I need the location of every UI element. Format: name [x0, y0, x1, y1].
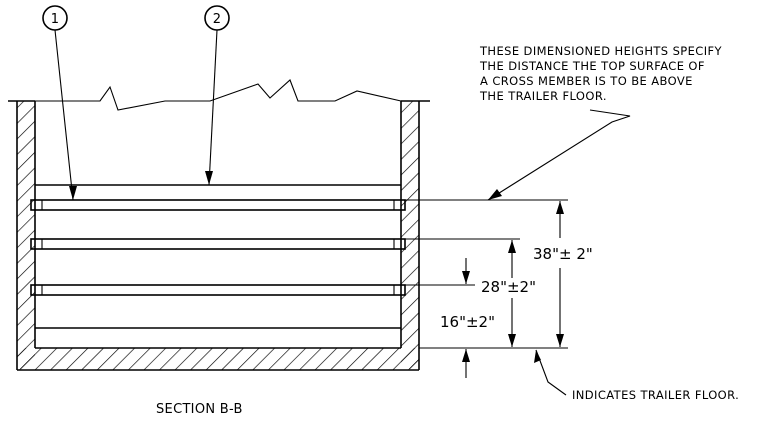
floor-label: INDICATES TRAILER FLOOR. [572, 388, 739, 402]
cross-member-middle [30, 238, 406, 250]
note-line-1: THESE DIMENSIONED HEIGHTS SPECIFY [479, 44, 723, 58]
extension-lines [405, 199, 568, 349]
dimension-16-label: 16"±2" [440, 313, 495, 331]
trailer-floor [17, 347, 419, 371]
right-wall [400, 100, 430, 370]
note-line-4: THE TRAILER FLOOR. [479, 89, 607, 103]
callout-1-label: 1 [51, 12, 60, 27]
callout-2-label: 2 [213, 12, 222, 27]
cross-member-upper [30, 199, 406, 211]
floor-indicator: INDICATES TRAILER FLOOR. [534, 349, 739, 402]
note-line-2: THE DISTANCE THE TOP SURFACE OF [479, 59, 705, 73]
note-line-3: A CROSS MEMBER IS TO BE ABOVE [480, 74, 693, 88]
note-text: THESE DIMENSIONED HEIGHTS SPECIFY THE DI… [479, 44, 723, 201]
callout-2: 2 [204, 5, 230, 186]
dimension-28-label: 28"±2" [481, 278, 536, 296]
dimension-28: 28"±2" [481, 240, 536, 347]
dimension-38-label: 38"± 2" [533, 245, 593, 263]
cross-member-lower [30, 284, 406, 296]
section-title: SECTION B-B [156, 402, 243, 417]
dimension-16: 16"±2" [440, 258, 495, 378]
dimension-38: 38"± 2" [533, 201, 593, 347]
left-wall [8, 100, 36, 370]
break-line [35, 79, 402, 111]
callout-1: 1 [42, 5, 77, 201]
